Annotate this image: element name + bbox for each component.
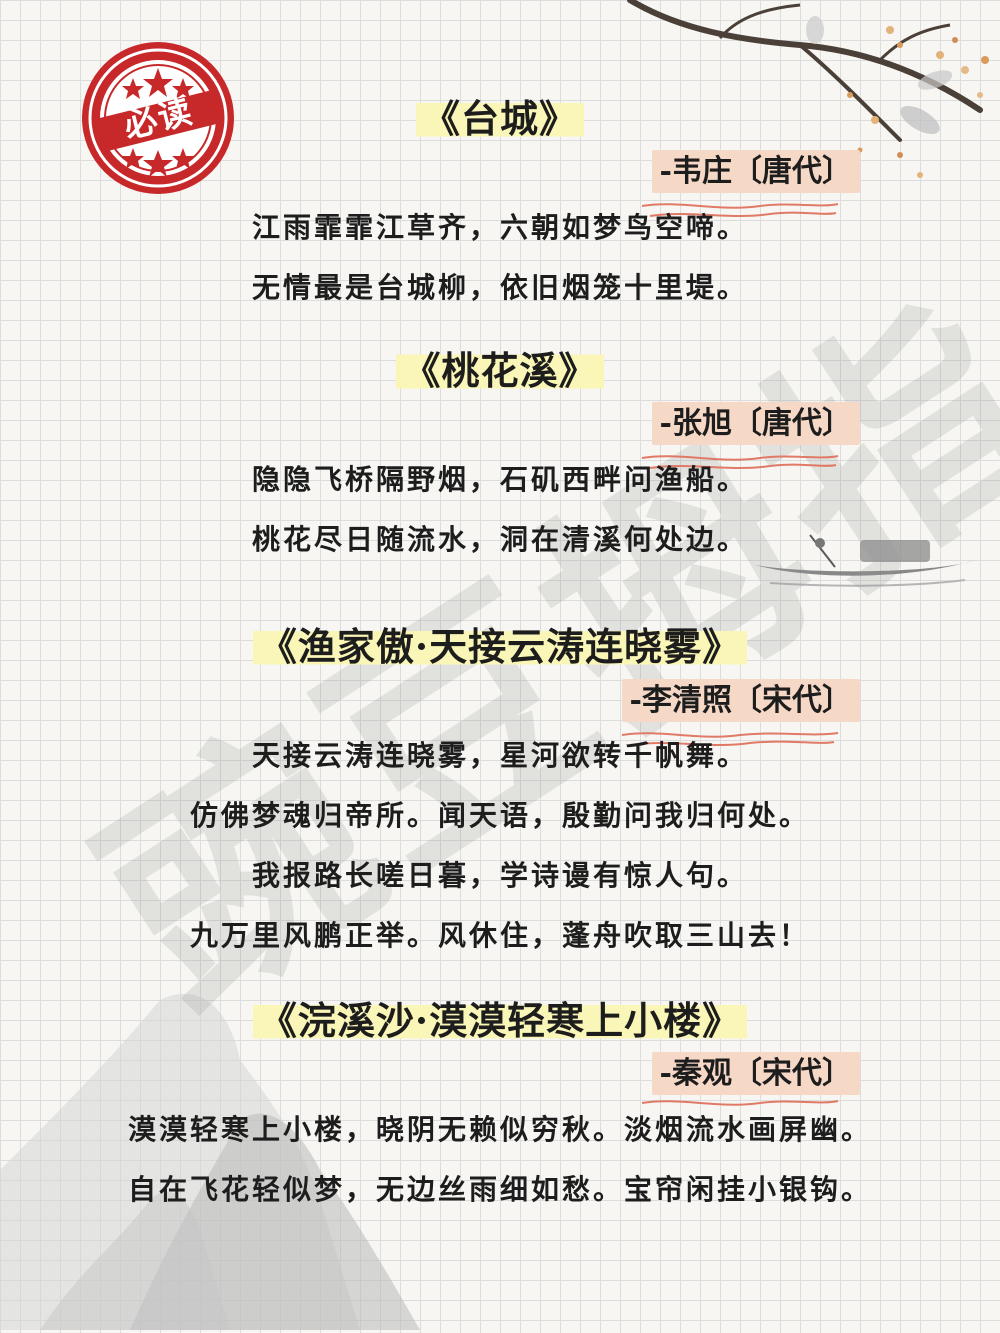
poem-title: 《渔家傲·天接云涛连晓雾》 xyxy=(0,616,1000,671)
poem-line: 桃花尽日随流水，洞在清溪何处边。 xyxy=(251,523,748,556)
poem-line: 天接云涛连晓雾，星河欲转千帆舞。 xyxy=(251,739,748,772)
underline-wave-decoration xyxy=(641,455,839,469)
poem-title: 《浣溪沙·漠漠轻寒上小楼》 xyxy=(0,990,1000,1045)
poem-line: 隐隐飞桥隔野烟，石矶西畔问渔船。 xyxy=(251,463,748,496)
poem-author: -张旭〔唐代〕 xyxy=(651,398,860,445)
poem-author: -韦庄〔唐代〕 xyxy=(651,146,860,193)
must-read-seal xyxy=(82,42,234,194)
poem-author: -李清照〔宋代〕 xyxy=(621,675,860,722)
underline-wave-decoration xyxy=(641,203,839,217)
poem-line: 漠漠轻寒上小楼，晓阴无赖似穷秋。淡烟流水画屏幽。 xyxy=(127,1113,872,1146)
poem-line: 我报路长嗟日暮，学诗谩有惊人句。 xyxy=(251,859,748,892)
poem-author: -秦观〔宋代〕 xyxy=(651,1048,860,1095)
poem-line: 无情最是台城柳，依旧烟笼十里堤。 xyxy=(251,271,748,304)
poem-line: 仿佛梦魂归帝所。闻天语，殷勤问我归何处。 xyxy=(189,799,810,832)
poem-line: 江雨霏霏江草齐，六朝如梦鸟空啼。 xyxy=(251,211,748,244)
poem-title: 《桃花溪》 xyxy=(0,340,1000,395)
poem-line: 自在飞花轻似梦，无边丝雨细如愁。宝帘闲挂小银钩。 xyxy=(127,1173,872,1206)
poem-title: 《台城》 xyxy=(0,88,1000,143)
underline-wave-decoration xyxy=(621,732,839,746)
poem-line: 九万里风鹏正举。风休住，蓬舟吹取三山去！ xyxy=(189,919,810,952)
underline-wave-decoration xyxy=(641,1100,839,1106)
